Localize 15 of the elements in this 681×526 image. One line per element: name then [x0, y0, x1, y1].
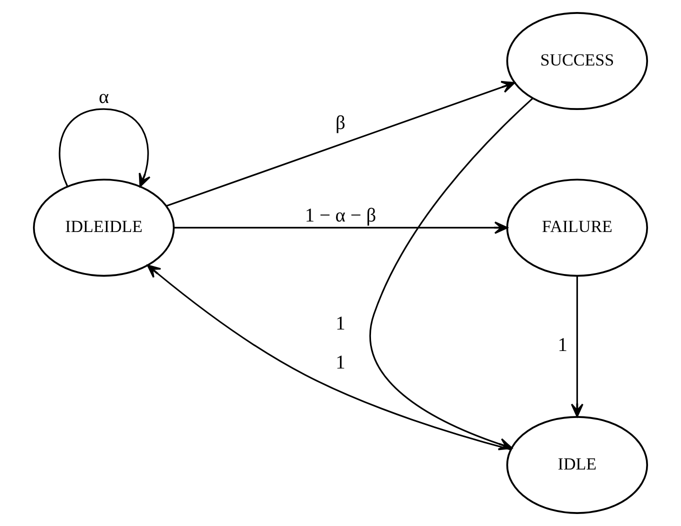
node-ellipse: IDLE: [506, 416, 648, 514]
arrow: [174, 221, 508, 234]
arrow: [166, 80, 516, 207]
edge-label: 1: [336, 314, 346, 335]
edge-label: 1: [336, 352, 346, 374]
arrow: [146, 264, 511, 450]
node-ellipse: IDLEIDLE: [32, 178, 175, 277]
arrow: [570, 276, 584, 418]
edge-label: α: [98, 86, 109, 108]
edge-label: β: [336, 112, 346, 134]
edge-label: 1: [558, 334, 568, 356]
node-ellipse: SUCCESS: [506, 12, 648, 110]
node-ellipse: FAILURE: [506, 178, 648, 277]
arrow: [58, 108, 151, 188]
edge-label: 1 − α − β: [304, 205, 376, 226]
